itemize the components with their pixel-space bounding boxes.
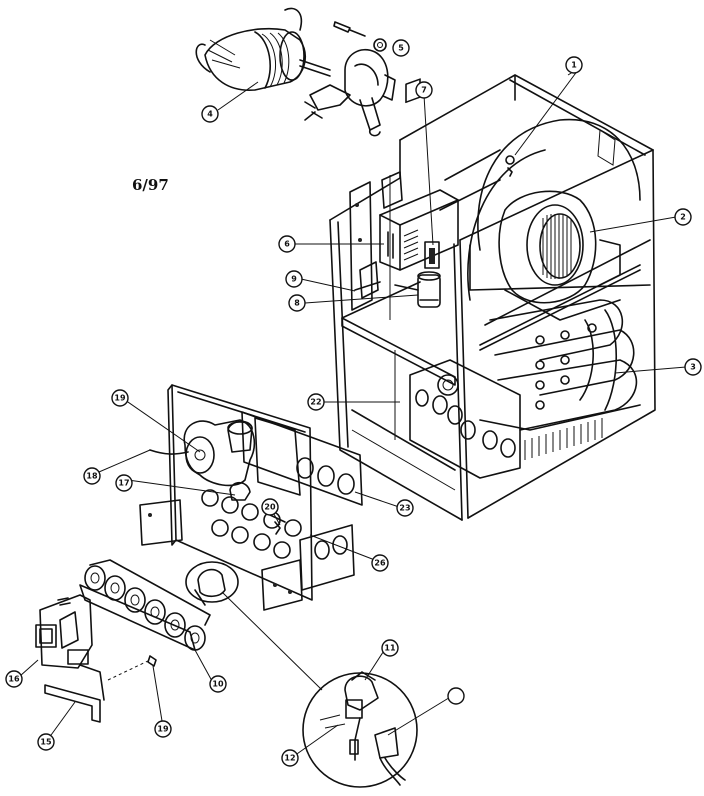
callout-label: 19: [157, 725, 169, 734]
callout-3: 1: [565, 56, 583, 74]
callout-label: 2: [680, 213, 686, 222]
igniter-bracket: [185, 561, 239, 606]
gas-manifold-burners: [79, 559, 211, 651]
callout-17: 17: [115, 474, 133, 492]
callout-label: 17: [118, 479, 129, 488]
leader-lines: [19, 69, 687, 757]
callout-18: 18: [83, 467, 101, 485]
callout-label: 19: [114, 394, 126, 403]
gas-valve: [35, 594, 93, 669]
callout-12: 12: [281, 749, 299, 767]
callout-22: 23: [396, 499, 414, 517]
control-board: [379, 78, 501, 271]
callout-label: 5: [398, 44, 404, 53]
callout-label: 23: [399, 504, 410, 513]
callout-label: 6: [284, 240, 290, 249]
callout-20: 20: [261, 498, 279, 516]
gasket-plate-lower: [299, 524, 355, 591]
callout-5: 5: [392, 39, 410, 57]
capacitor: [394, 271, 441, 308]
igniter-detail-view: [221, 591, 418, 788]
vestibule-panel: [409, 359, 521, 479]
callout-label: 12: [284, 754, 295, 763]
callout-label: 7: [421, 86, 427, 95]
callout-label: 26: [374, 559, 386, 568]
manifold-pipe: [44, 655, 157, 723]
date-code: 6/97: [132, 176, 169, 194]
callout-10: 10: [209, 675, 227, 693]
callout-9: 9: [285, 270, 303, 288]
callout-23: 26: [371, 554, 389, 572]
callout-1: 3: [684, 358, 702, 376]
callout-label: 16: [8, 675, 20, 684]
callout-label: 18: [86, 472, 98, 481]
callout-2: 2: [674, 208, 692, 226]
callout-16: 16: [5, 670, 23, 688]
callout-11: 11: [381, 639, 399, 657]
blower-housing: [467, 118, 641, 321]
pressure-switch: [229, 481, 286, 535]
callout-19-lower: 19: [154, 720, 172, 738]
callout-7: 7: [415, 81, 433, 99]
callout-label: 20: [264, 503, 276, 512]
callout-15: 15: [37, 733, 55, 751]
callout-label: 3: [690, 363, 696, 372]
inducer-blower: [149, 419, 256, 487]
callout-21: 22: [307, 393, 325, 411]
callout-label: 4: [207, 110, 213, 119]
heat-exchanger: [479, 299, 641, 460]
callout-4: 4: [201, 105, 219, 123]
callout-8: 8: [288, 294, 306, 312]
callout-label: 1: [571, 61, 577, 70]
callout-label: 22: [310, 398, 321, 407]
gasket-plate-upper: [241, 411, 363, 506]
callout-19-upper: 19: [111, 389, 129, 407]
callout-6: 6: [278, 235, 296, 253]
callout-label: 8: [294, 299, 300, 308]
blower-motor: [195, 7, 331, 91]
callout-label: 15: [40, 738, 52, 747]
callout-label: 9: [291, 275, 297, 284]
motor-mount-bracket: [304, 21, 396, 137]
callout-26: [447, 687, 465, 705]
callout-label: 10: [212, 680, 224, 689]
inducer-mounting-plate: [139, 384, 313, 611]
callout-label: 11: [384, 644, 396, 653]
door-switch: [349, 171, 403, 311]
